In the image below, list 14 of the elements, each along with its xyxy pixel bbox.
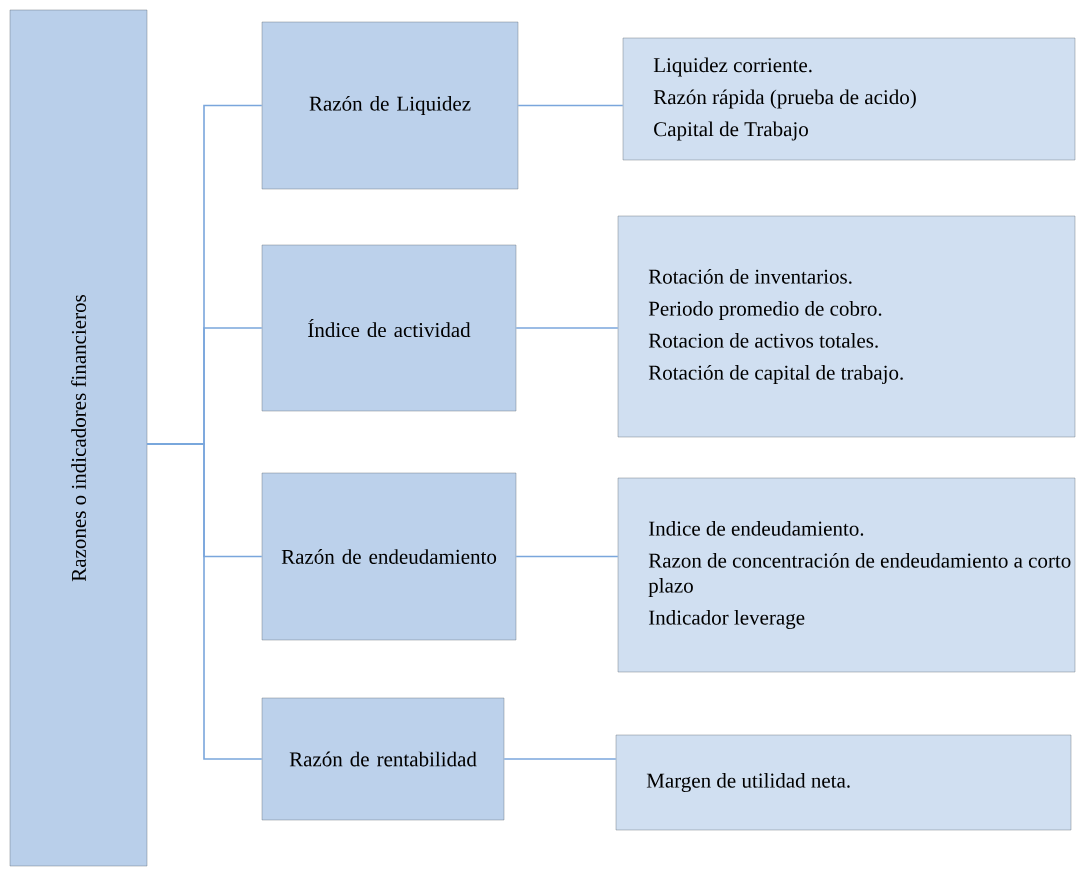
connector-line (515, 327, 619, 329)
category-box: Razón de rentabilidad (261, 697, 505, 821)
connector-line (515, 555, 619, 558)
connector-line (503, 758, 617, 760)
category-box: Razón de Liquidez (261, 21, 519, 190)
connector-line (517, 104, 624, 107)
connector-line (146, 443, 263, 760)
list-box: Margen de utilidad neta. (615, 734, 1072, 831)
category-box: Razones o indicadores financieros (9, 9, 148, 867)
list-box: Indice de endeudamiento. Razon de concentración de endeudamiento a corto plazo Indicador leverage (617, 477, 1076, 673)
category-box: Razón de endeudamiento (261, 472, 517, 641)
list-box: Liquidez corriente. Razón rápida (prueba de acido) Capital de Trabajo (622, 37, 1076, 161)
category-box: Índice de actividad (261, 244, 517, 412)
list-box: Rotación de inventarios. Periodo promedio de cobro. Rotacion de activos totales. Rotación de capital de trabajo. (617, 215, 1076, 438)
